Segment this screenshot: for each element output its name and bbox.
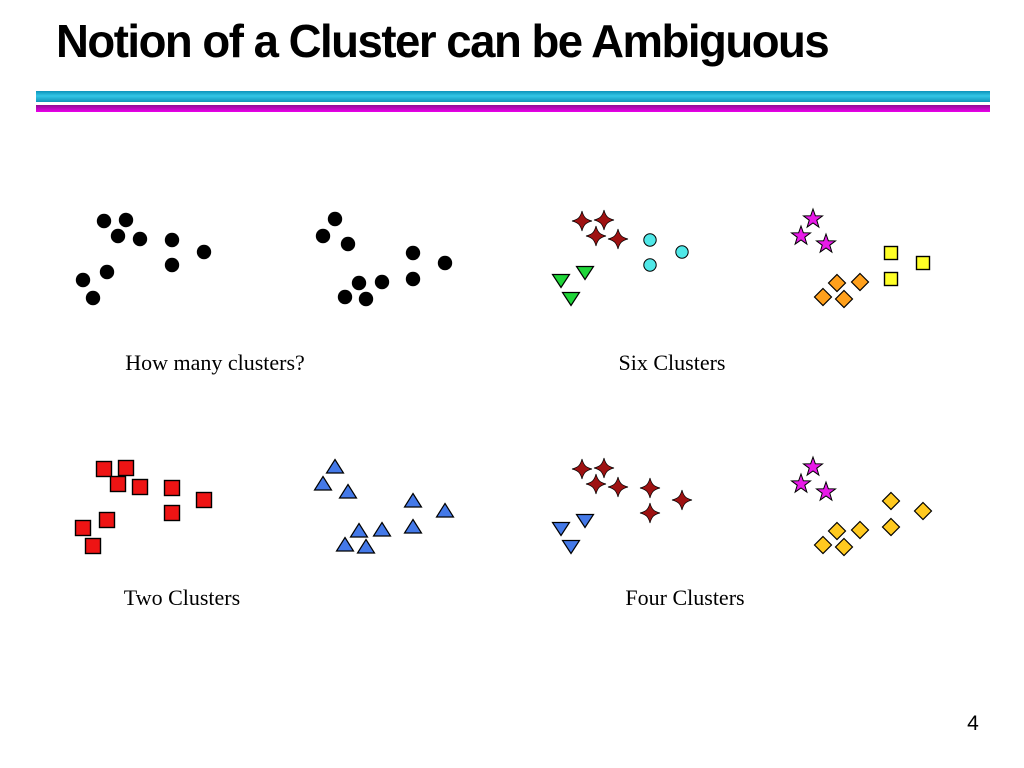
marker-square [915, 255, 931, 271]
marker-dot [340, 236, 356, 252]
marker-sparkle [584, 224, 608, 248]
marker-triangle-up [356, 538, 376, 554]
marker-diamond [827, 273, 847, 293]
marker-star [802, 207, 824, 229]
panel-how-many-clusters [75, 211, 453, 307]
marker-dot [75, 272, 91, 288]
slide-title: Notion of a Cluster can be Ambiguous [56, 15, 830, 67]
marker-dot [437, 255, 453, 271]
marker-dot [405, 245, 421, 261]
marker-square [117, 459, 135, 477]
marker-dot [327, 211, 343, 227]
marker-star [790, 224, 812, 246]
marker-dot [358, 291, 374, 307]
marker-dot [110, 228, 126, 244]
marker-dot [351, 275, 367, 291]
marker-triangle-up [349, 522, 369, 538]
marker-square [131, 478, 149, 496]
marker-square [109, 475, 127, 493]
marker-triangle-up [313, 475, 333, 491]
caption-six-clusters: Six Clusters [618, 350, 726, 375]
marker-diamond [813, 287, 833, 307]
marker-star [802, 455, 824, 477]
marker-square [84, 537, 102, 555]
marker-sparkle [592, 208, 616, 232]
marker-diamond [881, 491, 901, 511]
marker-dot [164, 257, 180, 273]
marker-circle [675, 245, 689, 259]
marker-sparkle [570, 209, 594, 233]
marker-diamond [813, 535, 833, 555]
marker-dot [315, 228, 331, 244]
marker-dot [85, 290, 101, 306]
marker-diamond [850, 272, 870, 292]
panel-two-clusters [74, 458, 455, 555]
marker-sparkle [638, 501, 662, 525]
divider-bar-cyan [36, 91, 990, 102]
marker-dot [164, 232, 180, 248]
marker-square [74, 519, 92, 537]
caption-how-many-clusters: How many clusters? [125, 350, 305, 375]
caption-two-clusters: Two Clusters [123, 585, 241, 610]
marker-square [195, 491, 213, 509]
marker-triangle-down [575, 265, 595, 281]
marker-dot [96, 213, 112, 229]
marker-triangle-up [338, 483, 358, 499]
marker-triangle-down [561, 291, 581, 307]
marker-sparkle [606, 227, 630, 251]
marker-square [883, 245, 899, 261]
marker-sparkle [570, 457, 594, 481]
marker-sparkle [606, 475, 630, 499]
marker-diamond [881, 517, 901, 537]
marker-diamond [827, 521, 847, 541]
marker-diamond [850, 520, 870, 540]
marker-star [815, 232, 837, 254]
caption-four-clusters: Four Clusters [625, 585, 745, 610]
marker-square [163, 479, 181, 497]
marker-dot [196, 244, 212, 260]
marker-circle [643, 258, 657, 272]
marker-diamond [834, 289, 854, 309]
marker-triangle-up [403, 518, 423, 534]
marker-square [95, 460, 113, 478]
marker-circle [643, 233, 657, 247]
marker-triangle-down [551, 273, 571, 289]
marker-square [163, 504, 181, 522]
marker-sparkle [592, 456, 616, 480]
marker-triangle-up [403, 492, 423, 508]
marker-triangle-up [372, 521, 392, 537]
divider-bar-magenta [36, 105, 990, 112]
marker-star [815, 480, 837, 502]
panel-four-clusters [551, 455, 933, 557]
marker-star [790, 472, 812, 494]
marker-dot [374, 274, 390, 290]
marker-triangle-up [435, 502, 455, 518]
marker-sparkle [638, 476, 662, 500]
marker-dot [132, 231, 148, 247]
marker-dot [405, 271, 421, 287]
marker-dot [337, 289, 353, 305]
marker-diamond [913, 501, 933, 521]
marker-dot [99, 264, 115, 280]
marker-square [98, 511, 116, 529]
marker-triangle-down [551, 521, 571, 537]
marker-diamond [834, 537, 854, 557]
marker-triangle-up [325, 458, 345, 474]
marker-triangle-down [575, 513, 595, 529]
marker-square [883, 271, 899, 287]
marker-triangle-down [561, 539, 581, 555]
marker-sparkle [670, 488, 694, 512]
marker-triangle-up [335, 536, 355, 552]
marker-sparkle [584, 472, 608, 496]
page-number: 4 [967, 712, 979, 735]
panel-six-clusters [551, 207, 931, 309]
marker-dot [118, 212, 134, 228]
